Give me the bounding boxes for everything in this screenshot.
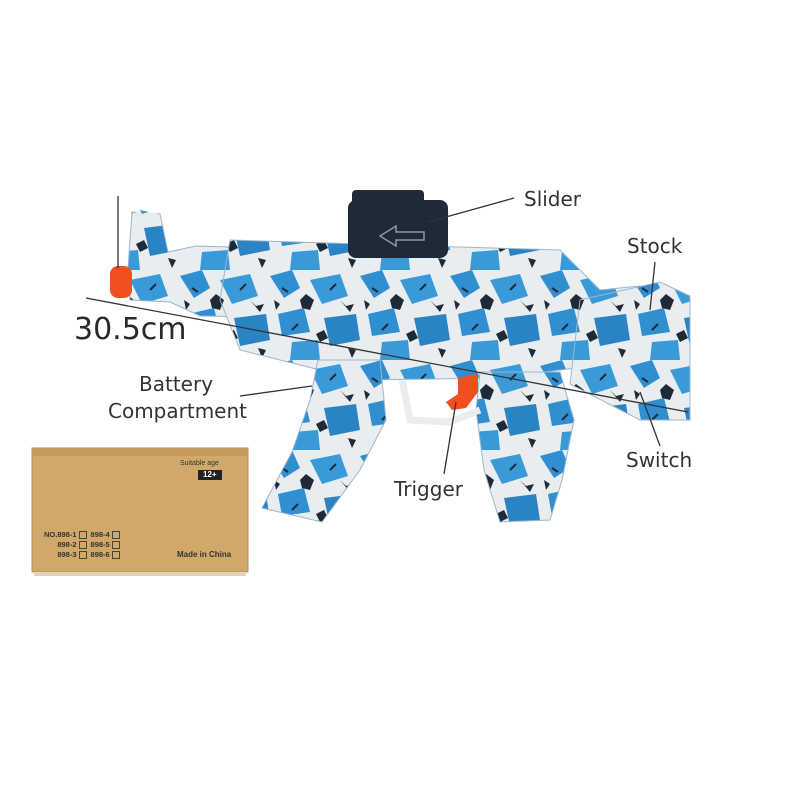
- packaging-box: [31, 447, 249, 576]
- length-measure-line: [85, 297, 689, 413]
- slider-top: [352, 190, 424, 210]
- slider-leader-line: [427, 197, 515, 223]
- trigger: [446, 374, 478, 410]
- model-item: 898-2: [44, 540, 87, 549]
- made-in-label: Made in China: [177, 550, 232, 559]
- model-item: 898-6: [91, 550, 120, 559]
- age-badge: [198, 470, 222, 480]
- front-sight: [134, 210, 158, 240]
- stock-leader-line: [649, 261, 656, 311]
- stock: [569, 281, 691, 421]
- switch-label: Switch: [626, 448, 693, 472]
- checkbox-icon: [78, 540, 87, 549]
- box-top-edge: [32, 448, 248, 456]
- box-front: [31, 447, 249, 573]
- checkbox-icon: [111, 540, 120, 549]
- battery-label-line1: Battery: [139, 372, 214, 396]
- annotation-lines: [85, 196, 689, 475]
- arrow-icon: [378, 224, 425, 248]
- trigger-guard: [398, 379, 482, 426]
- checkbox-icon: [78, 530, 87, 539]
- model-checklist: NO.898-1 898-4 898-2 898-5 898-3 898-6: [44, 530, 120, 559]
- stock-label: Stock: [627, 234, 683, 258]
- orange-tip: [110, 266, 132, 298]
- model-item: NO.898-1: [44, 530, 87, 539]
- age-value: 12+: [203, 470, 217, 479]
- battery-label-line2: Compartment: [108, 399, 248, 423]
- switch-leader-line: [639, 391, 661, 447]
- checkbox-icon: [78, 550, 87, 559]
- checkbox-icon: [111, 550, 120, 559]
- model-item: 898-3: [44, 550, 87, 559]
- trigger-leader-line: [443, 401, 457, 475]
- trigger-label: Trigger: [394, 477, 463, 501]
- slider-label: Slider: [524, 187, 582, 211]
- model-item: 898-5: [91, 540, 120, 549]
- gel-blaster: [110, 190, 691, 523]
- battery-leader-line: [239, 385, 313, 397]
- slider-block: [348, 200, 448, 258]
- grip: [475, 371, 575, 523]
- checkbox-icon: [111, 530, 120, 539]
- box-shadow: [34, 572, 246, 576]
- age-label: Suitable age: [180, 460, 219, 467]
- magazine: [261, 359, 387, 523]
- length-label: 30.5cm: [74, 312, 187, 347]
- model-item: 898-4: [91, 530, 120, 539]
